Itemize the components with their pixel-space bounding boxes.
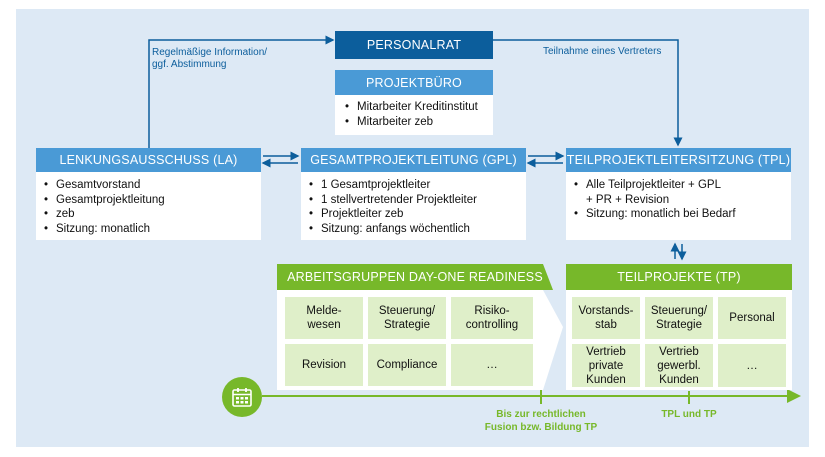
tpl-body: Alle Teilprojektleiter + GPL + PR + Revi… bbox=[566, 172, 791, 240]
calendar-icon bbox=[222, 377, 262, 417]
list-item: Mitarbeiter zeb bbox=[343, 115, 493, 130]
timeline-label-fusion: Bis zur rechtlichen Fusion bzw. Bildung … bbox=[484, 409, 598, 433]
cell-revision: Revision bbox=[285, 344, 363, 386]
personalrat-box: PERSONALRAT bbox=[335, 31, 493, 59]
list-item: Alle Teilprojektleiter + GPL + PR + Revi… bbox=[572, 178, 722, 207]
la-header: LENKUNGSAUSSCHUSS (LA) bbox=[36, 148, 261, 172]
gpl-body: 1 Gesamtprojektleiter 1 stellvertretende… bbox=[301, 172, 526, 240]
list-item: Sitzung: monatlich bbox=[42, 222, 261, 237]
list-item: 1 stellvertretender Projektleiter bbox=[307, 193, 526, 208]
cell-vorstandsstab: Vorstands-stab bbox=[572, 297, 640, 339]
cell-compliance: Compliance bbox=[368, 344, 446, 386]
cell-more: … bbox=[451, 344, 533, 386]
projektbuero-body: Mitarbeiter Kreditinstitut Mitarbeiter z… bbox=[335, 95, 493, 135]
list-item: Mitarbeiter Kreditinstitut bbox=[343, 100, 493, 115]
cell-personal: Personal bbox=[718, 297, 786, 339]
teilprojekte-header: TEILPROJEKTE (TP) bbox=[566, 264, 792, 290]
cell-risikocontrolling: Risiko-controlling bbox=[451, 297, 533, 339]
info-arrow-label: Regelmäßige Information/ ggf. Abstimmung bbox=[152, 47, 268, 70]
arbeitsgruppen-header: ARBEITSGRUPPEN DAY-ONE READINESS bbox=[287, 270, 543, 284]
list-item: Gesamtvorstand bbox=[42, 178, 261, 193]
cell-steuerung: Steuerung/Strategie bbox=[368, 297, 446, 339]
cell-tp-more: … bbox=[718, 344, 786, 387]
la-body: Gesamtvorstand Gesamtprojektleitung zeb … bbox=[36, 172, 261, 240]
cell-meldewesen: Melde-wesen bbox=[285, 297, 363, 339]
vertreter-arrow-label: Teilnahme eines Vertreters bbox=[543, 46, 662, 57]
list-item: Projektleiter zeb bbox=[307, 207, 526, 222]
list-item: 1 Gesamtprojektleiter bbox=[307, 178, 526, 193]
list-item: zeb bbox=[42, 207, 261, 222]
gpl-header: GESAMTPROJEKTLEITUNG (GPL) bbox=[301, 148, 526, 172]
timeline-label-tpl: TPL und TP bbox=[661, 409, 717, 420]
tpl-header: TEILPROJEKTLEITERSITZUNG (TPL) bbox=[566, 148, 791, 172]
projektbuero-header: PROJEKTBÜRO bbox=[335, 70, 493, 95]
cell-tp-steuerung: Steuerung/Strategie bbox=[645, 297, 713, 339]
list-item: Sitzung: monatlich bei Bedarf bbox=[572, 207, 791, 222]
list-item: Gesamtprojektleitung bbox=[42, 193, 261, 208]
list-item: Sitzung: anfangs wöchentlich bbox=[307, 222, 526, 237]
